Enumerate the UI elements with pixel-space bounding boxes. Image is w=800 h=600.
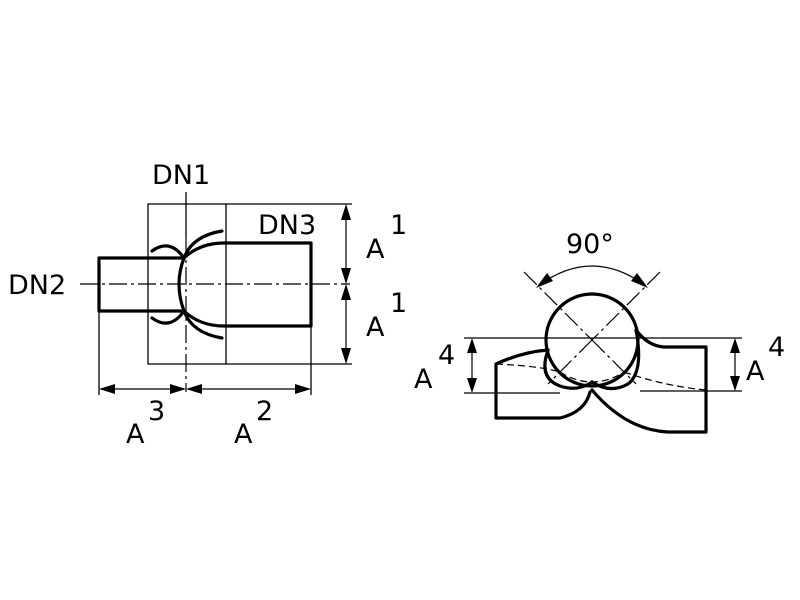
a4-right-arrow-down xyxy=(730,376,740,391)
label-a1-bottom-index: 1 xyxy=(390,288,407,319)
angle-arrow-right xyxy=(631,273,648,288)
label-a1-bottom-letter: A xyxy=(366,312,385,343)
saddle-lower-lobe xyxy=(150,309,224,340)
a2-arrow-left xyxy=(186,384,202,394)
hidden-edge-left xyxy=(495,363,561,373)
label-a4-right-index: 4 xyxy=(768,332,785,363)
angle-arc xyxy=(537,265,647,287)
centerline-lower-left xyxy=(547,339,593,385)
centerline-lower-right xyxy=(591,339,637,385)
side-view: DN1 DN2 DN3 A 1 A 1 A 3 A 2 xyxy=(8,160,407,450)
saddle-right-lobe xyxy=(590,328,641,391)
hidden-edge-under-ball xyxy=(559,371,625,383)
label-a2-index: 2 xyxy=(256,396,273,427)
centerline-diagonal-left xyxy=(523,271,593,341)
label-a3-letter: A xyxy=(126,419,145,450)
end-view: 90° A 4 A 4 xyxy=(414,229,785,434)
saddle-left-lobe xyxy=(543,348,594,390)
right-branch-outline xyxy=(590,328,708,434)
label-a3-index: 3 xyxy=(148,396,165,427)
dn1-outline-box xyxy=(147,203,227,365)
body-dn3-outline xyxy=(182,241,313,328)
angle-arrow-left xyxy=(536,273,553,288)
a3-arrow-left xyxy=(99,384,115,394)
left-branch-outline xyxy=(494,348,592,420)
a4-left-arrow-up xyxy=(467,338,477,353)
a1-bottom-arrow-up xyxy=(341,284,351,300)
label-angle: 90° xyxy=(566,229,614,260)
label-a4-left-letter: A xyxy=(414,364,433,395)
label-a4-left-index: 4 xyxy=(438,340,455,371)
main-pipe-circle xyxy=(544,292,640,388)
label-a2-letter: A xyxy=(234,419,253,450)
branch-dn2-outline xyxy=(97,256,186,313)
label-dn1: DN1 xyxy=(152,160,210,191)
label-dn2: DN2 xyxy=(8,270,66,301)
label-a1-top-index: 1 xyxy=(390,210,407,241)
a2-arrow-right xyxy=(295,384,311,394)
a3-arrow-right xyxy=(170,384,186,394)
a1-top-arrow-down xyxy=(341,268,351,284)
a1-top-arrow-up xyxy=(341,204,351,220)
a1-bottom-arrow-down xyxy=(341,348,351,364)
a4-right-arrow-up xyxy=(730,338,740,353)
label-a1-top-letter: A xyxy=(366,234,385,265)
a4-left-arrow-down xyxy=(467,378,477,393)
label-dn3: DN3 xyxy=(258,210,316,241)
centerline-diagonal-right xyxy=(591,271,661,341)
label-a4-right-letter: A xyxy=(746,356,765,387)
saddle-upper-lobe xyxy=(150,229,224,260)
